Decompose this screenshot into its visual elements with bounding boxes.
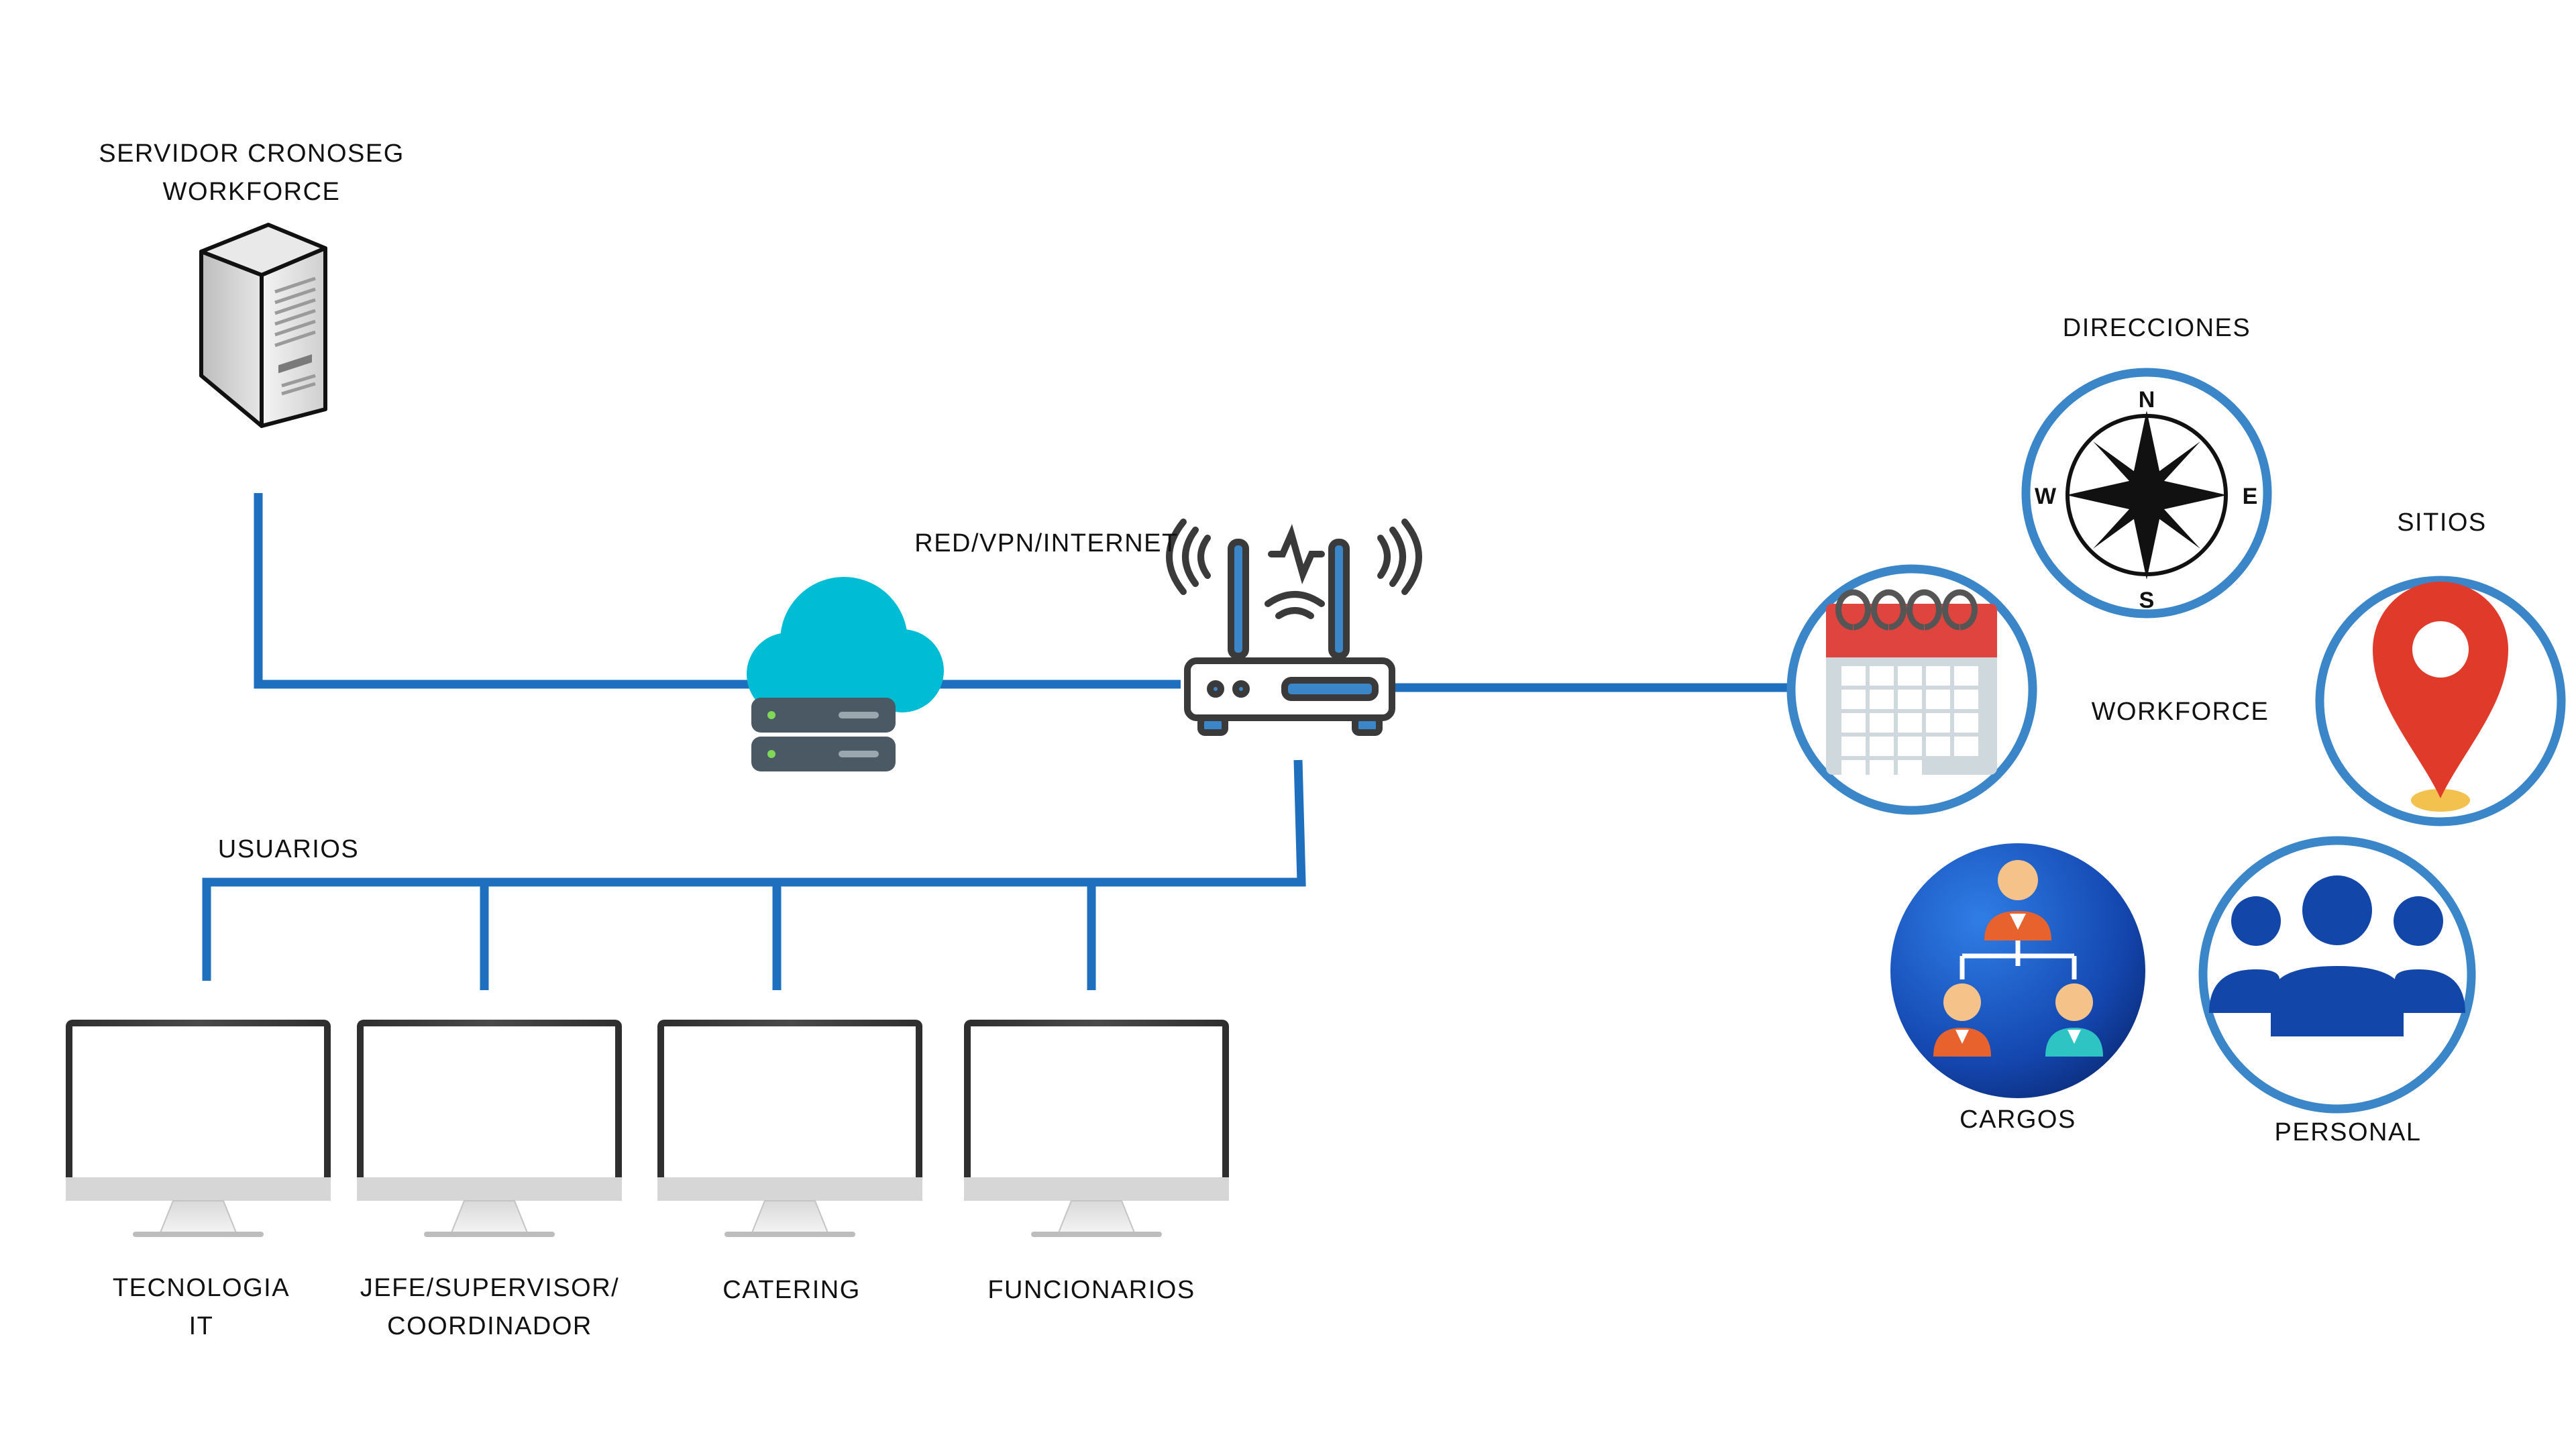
- sitios-label: SITIOS: [2397, 508, 2487, 537]
- computer-label-tecnologia: TECNOLOGIA IT: [67, 1269, 335, 1346]
- compass-w: W: [2035, 484, 2057, 509]
- calendar-cell: [1954, 737, 1978, 756]
- calendar-cell: [1926, 737, 1950, 756]
- computer-label-catering: CATERING: [657, 1271, 926, 1309]
- server-connector: [254, 493, 765, 689]
- server-label-line1: SERVIDOR CRONOSEG: [99, 140, 405, 168]
- calendar-cell: [1870, 713, 1894, 733]
- personal-module: [2198, 836, 2476, 1114]
- computer-label-line2: COORDINADOR: [387, 1312, 592, 1340]
- calendar-cell: [1841, 760, 1866, 780]
- sitios-module: [2315, 576, 2566, 826]
- calendar-cell: [1954, 713, 1978, 733]
- calendar-cell: [1898, 690, 1922, 709]
- org-top-person: [1984, 860, 2051, 941]
- org-right-person: [2045, 983, 2103, 1057]
- users-label: USUARIOS: [217, 835, 360, 863]
- people-group-icon: [2209, 875, 2465, 1036]
- server-label-line2: WORKFORCE: [162, 178, 341, 206]
- compass-icon: N S E W: [2035, 387, 2257, 613]
- calendar-cell: [1926, 666, 1950, 686]
- computer-label-line1: FUNCIONARIOS: [987, 1276, 1195, 1304]
- cargos-label: CARGOS: [1960, 1106, 2076, 1134]
- map-pin-icon: [2373, 582, 2508, 812]
- calendar-cell: [1870, 760, 1894, 780]
- org-left-person: [1933, 983, 1991, 1057]
- network-label: RED/VPN/INTERNET: [914, 529, 1179, 557]
- monitor-icon: [964, 1020, 1229, 1237]
- computer-label-jefe: JEFE/SUPERVISOR/ COORDINADOR: [322, 1269, 657, 1346]
- calendar-cell: [1898, 713, 1922, 733]
- personal-label: PERSONAL: [2274, 1118, 2422, 1146]
- computer-label-line1: TECNOLOGIA: [112, 1274, 290, 1302]
- server-label: SERVIDOR CRONOSEG WORKFORCE: [80, 135, 423, 211]
- direcciones-module: N S E W: [2021, 368, 2272, 619]
- router-icon: [1166, 519, 1422, 736]
- compass-e: E: [2243, 484, 2258, 509]
- workforce-label: WORKFORCE: [2091, 698, 2269, 726]
- monitor-icon: [66, 1020, 331, 1237]
- computer-label-line1: CATERING: [722, 1276, 861, 1304]
- org-chart-icon: [1933, 860, 2103, 1057]
- calendar-cell: [1898, 666, 1922, 686]
- calendar-cell: [1870, 666, 1894, 686]
- calendar-cell: [1954, 666, 1978, 686]
- computer-label-funcionarios: FUNCIONARIOS: [957, 1271, 1226, 1309]
- server-tower-icon: [199, 223, 327, 428]
- calendar-cell: [1870, 690, 1894, 709]
- monitor-icon: [657, 1020, 922, 1237]
- cargos-module: [1890, 843, 2145, 1098]
- router-users-connector: [202, 759, 1306, 981]
- compass-n: N: [2139, 387, 2155, 413]
- computer-label-line2: IT: [189, 1312, 214, 1340]
- computers-group: [66, 1020, 1229, 1237]
- direcciones-label: DIRECCIONES: [2062, 314, 2251, 342]
- calendar-cell: [1926, 713, 1950, 733]
- calendar-cell: [1841, 690, 1866, 709]
- calendar-cell: [1841, 713, 1866, 733]
- compass-s: S: [2139, 588, 2155, 613]
- calendar-cell: [1898, 737, 1922, 756]
- calendar-cell: [1841, 737, 1866, 756]
- calendar-cell: [1841, 666, 1866, 686]
- connector-lines: [202, 493, 1794, 990]
- calendar-icon: [1826, 589, 1997, 780]
- calendar-cell: [1926, 690, 1950, 709]
- monitor-icon: [357, 1020, 622, 1237]
- computer-label-line1: JEFE/SUPERVISOR/: [360, 1274, 620, 1302]
- calendar-cell: [1898, 760, 1922, 780]
- calendar-cell: [1870, 737, 1894, 756]
- calendar-cell: [1954, 690, 1978, 709]
- cloud-server-icon: [747, 577, 944, 771]
- calendar-module: [1786, 564, 2037, 815]
